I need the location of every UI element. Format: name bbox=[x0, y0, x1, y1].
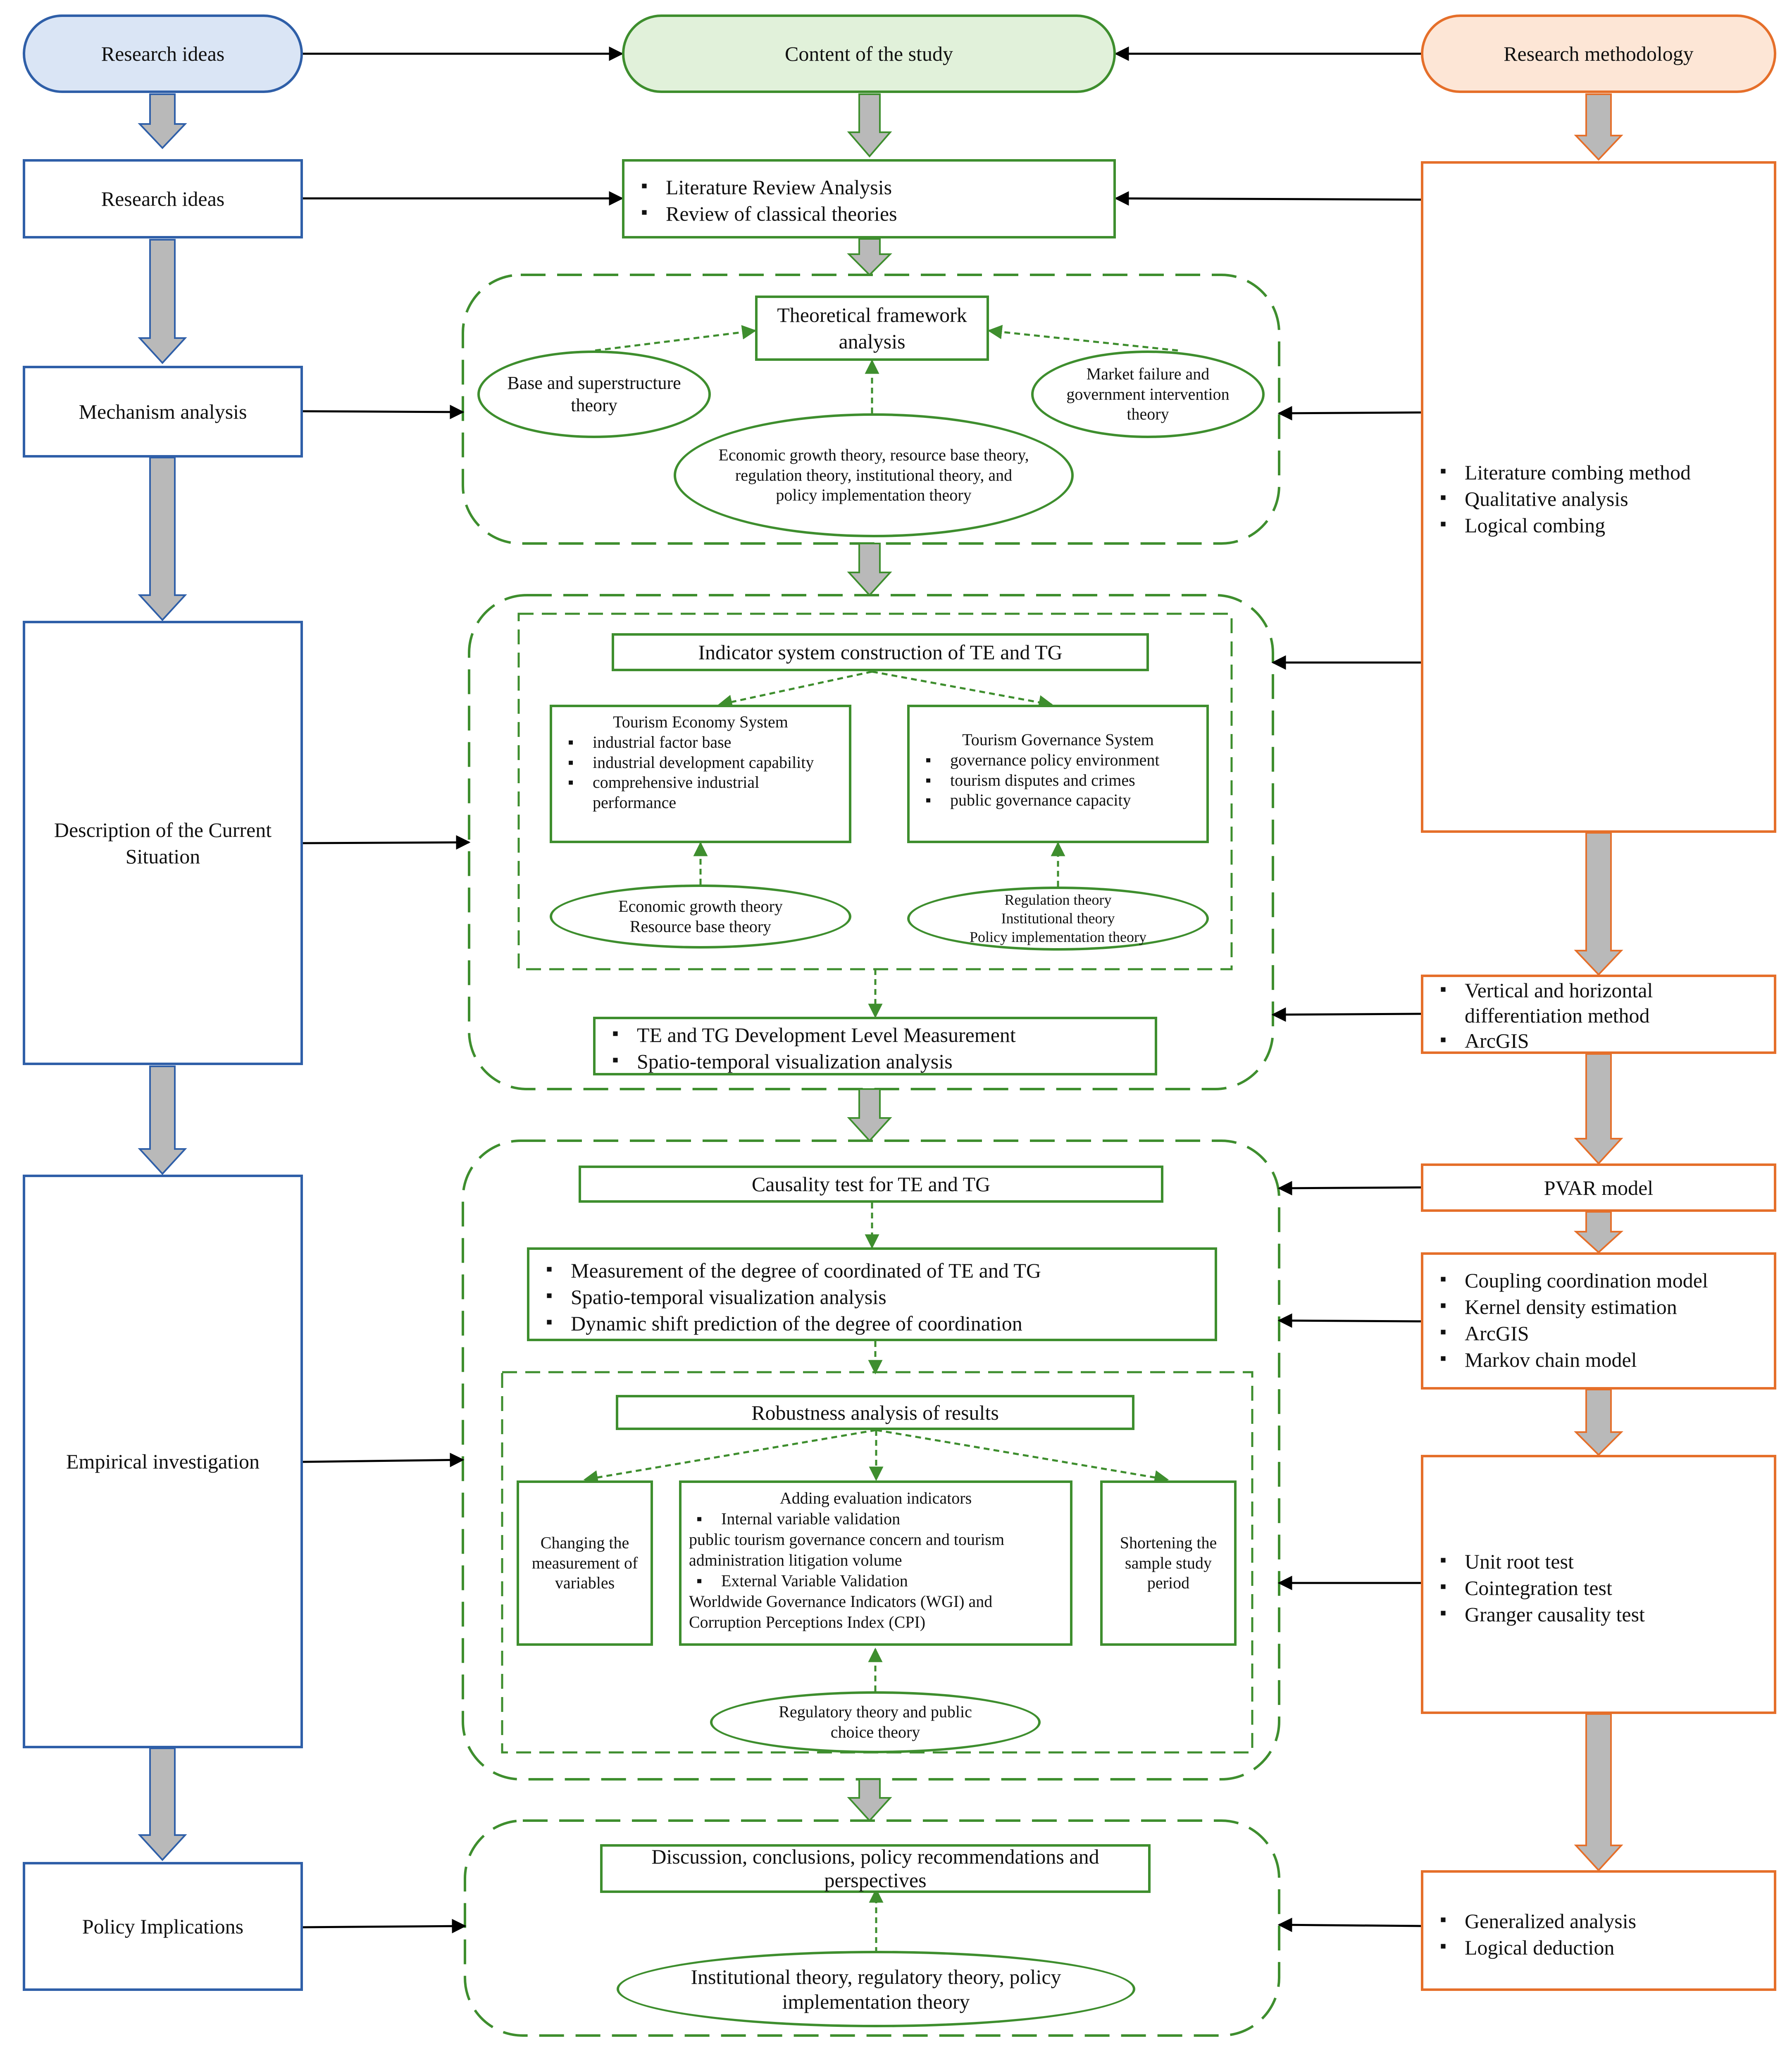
changing-measurement-box: Changing the measurement of variables bbox=[517, 1480, 653, 1646]
current-situation-group bbox=[468, 594, 1274, 1090]
coordination-item: Measurement of the degree of coordinated… bbox=[546, 1257, 1215, 1284]
literature-item: Review of classical theories bbox=[641, 200, 1113, 227]
header-research-methodology: Research methodology bbox=[1421, 14, 1776, 93]
step-mechanism-analysis: Mechanism analysis bbox=[23, 366, 303, 458]
tgs-title: Tourism Governance System bbox=[962, 730, 1154, 749]
measurement-item: Spatio-temporal visualization analysis bbox=[612, 1048, 1155, 1075]
tes-item: industrial development capability bbox=[560, 753, 841, 773]
method-item: Granger causality test bbox=[1440, 1601, 1774, 1628]
method-item: ArcGIS bbox=[1440, 1028, 1774, 1054]
method-item: Literature combing method bbox=[1440, 459, 1774, 486]
theory-line: Regulation theory bbox=[1004, 892, 1112, 908]
method-item: Coupling coordination model bbox=[1440, 1267, 1774, 1294]
left-block-arrows bbox=[138, 93, 187, 1861]
method-literature-combing: Literature combing method Qualitative an… bbox=[1421, 161, 1776, 833]
literature-item: Literature Review Analysis bbox=[641, 174, 1113, 200]
tgs-item: public governance capacity bbox=[918, 790, 1198, 810]
method-item: Logical combing bbox=[1440, 512, 1774, 539]
theory-line: Institutional theory bbox=[1001, 910, 1115, 927]
method-coupling-coordination: Coupling coordination model Kernel densi… bbox=[1421, 1252, 1776, 1390]
tourism-economy-system-box: Tourism Economy System industrial factor… bbox=[550, 705, 851, 843]
method-item: Cointegration test bbox=[1440, 1575, 1774, 1601]
coordination-item: Dynamic shift prediction of the degree o… bbox=[546, 1310, 1215, 1337]
tgs-item: tourism disputes and crimes bbox=[918, 770, 1198, 791]
economic-growth-resource-ellipse: Economic growth theory Resource base the… bbox=[550, 884, 851, 949]
method-item: ArcGIS bbox=[1440, 1320, 1774, 1347]
method-unit-root-tests: Unit root test Cointegration test Grange… bbox=[1421, 1455, 1776, 1714]
robustness-analysis-box: Robustness analysis of results bbox=[616, 1395, 1134, 1430]
shortening-period-box: Shortening the sample study period bbox=[1100, 1480, 1237, 1646]
method-item: Logical deduction bbox=[1440, 1934, 1774, 1961]
base-superstructure-ellipse: Base and superstructure theory bbox=[477, 350, 711, 438]
institutional-theory-ellipse: Institutional theory, regulatory theory,… bbox=[617, 1951, 1135, 2027]
dashed-groups bbox=[462, 274, 1280, 2037]
step-current-situation: Description of the Current Situation bbox=[23, 621, 303, 1065]
green-dashed-arrows bbox=[583, 324, 1178, 1953]
step-research-ideas: Research ideas bbox=[23, 159, 303, 238]
header-research-ideas: Research ideas bbox=[23, 14, 303, 93]
header-content-of-study: Content of the study bbox=[622, 14, 1116, 93]
right-block-arrows bbox=[1573, 93, 1624, 1871]
literature-review-box: Literature Review Analysis Review of cla… bbox=[622, 159, 1116, 238]
indicator-system-box: Indicator system construction of TE and … bbox=[612, 633, 1149, 671]
method-differentiation: Vertical and horizontal differentiation … bbox=[1421, 975, 1776, 1054]
adding-title: Adding evaluation indicators bbox=[779, 1489, 972, 1507]
tes-item: comprehensive industrial performance bbox=[560, 772, 841, 813]
center-block-arrows bbox=[847, 93, 892, 1822]
method-item: Generalized analysis bbox=[1440, 1908, 1774, 1934]
tgs-item: governance policy environment bbox=[918, 750, 1198, 770]
development-measurement-box: TE and TG Development Level Measurement … bbox=[593, 1017, 1157, 1075]
market-failure-ellipse: Market failure and government interventi… bbox=[1031, 350, 1265, 438]
right-connectors bbox=[1114, 46, 1421, 1932]
external-validation-heading: External Variable Validation bbox=[689, 1571, 1063, 1591]
tes-title: Tourism Economy System bbox=[613, 713, 788, 731]
method-item: Unit root test bbox=[1440, 1548, 1774, 1575]
regulatory-public-choice-ellipse: Regulatory theory and public choice theo… bbox=[710, 1691, 1041, 1753]
method-item: Qualitative analysis bbox=[1440, 486, 1774, 512]
measurement-item: TE and TG Development Level Measurement bbox=[612, 1022, 1155, 1048]
left-connectors bbox=[303, 46, 624, 1933]
method-generalized-analysis: Generalized analysis Logical deduction bbox=[1421, 1870, 1776, 1991]
regulation-institutional-ellipse: Regulation theory Institutional theory P… bbox=[907, 887, 1209, 951]
coordination-measurement-box: Measurement of the degree of coordinated… bbox=[527, 1247, 1217, 1341]
theoretical-framework-box: Theoretical framework analysis bbox=[755, 296, 989, 361]
step-policy-implications: Policy Implications bbox=[23, 1862, 303, 1991]
method-item: Vertical and horizontal differentiation … bbox=[1440, 978, 1774, 1028]
causality-test-box: Causality test for TE and TG bbox=[579, 1166, 1163, 1203]
internal-validation-text: public tourism governance concern and to… bbox=[689, 1530, 1005, 1569]
economic-growth-ellipse: Economic growth theory, resource base th… bbox=[674, 413, 1074, 537]
tes-item: industrial factor base bbox=[560, 732, 841, 753]
adding-indicators-box: Adding evaluation indicators Internal va… bbox=[679, 1480, 1072, 1646]
external-validation-text: Worldwide Governance Indicators (WGI) an… bbox=[689, 1592, 993, 1631]
coordination-item: Spatio-temporal visualization analysis bbox=[546, 1284, 1215, 1310]
method-pvar-model: PVAR model bbox=[1421, 1163, 1776, 1212]
discussion-box: Discussion, conclusions, policy recommen… bbox=[600, 1844, 1151, 1893]
theory-line: Economic growth theory bbox=[618, 896, 783, 915]
internal-validation-heading: Internal variable validation bbox=[689, 1509, 1063, 1529]
method-item: Kernel density estimation bbox=[1440, 1294, 1774, 1320]
step-empirical-investigation: Empirical investigation bbox=[23, 1175, 303, 1748]
tourism-governance-system-box: Tourism Governance System governance pol… bbox=[907, 705, 1209, 843]
method-item: Markov chain model bbox=[1440, 1347, 1774, 1373]
theory-line: Resource base theory bbox=[629, 917, 772, 936]
theory-line: Policy implementation theory bbox=[970, 929, 1146, 945]
